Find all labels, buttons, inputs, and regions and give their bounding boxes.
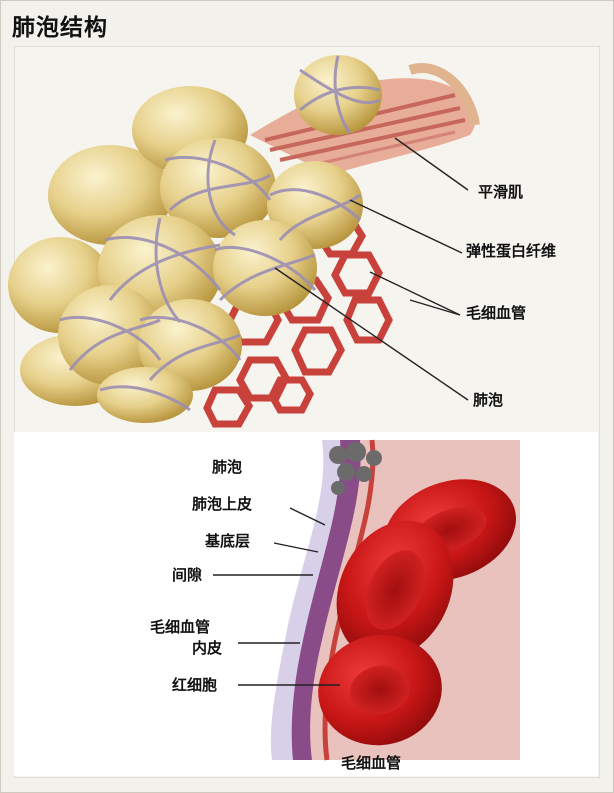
label-capillary-endothelium-line2: 内皮 xyxy=(192,641,222,656)
label-epithelium: 肺泡上皮 xyxy=(192,497,252,512)
label-alveolus-micro: 肺泡 xyxy=(212,460,242,475)
label-elastin-fiber: 弹性蛋白纤维 xyxy=(466,244,556,259)
label-capillary-endothelium-line1: 毛细血管 xyxy=(150,620,210,635)
label-smooth-muscle: 平滑肌 xyxy=(478,185,523,200)
label-interstitium: 间隙 xyxy=(172,568,202,583)
label-red-blood-cell: 红细胞 xyxy=(172,678,217,693)
label-capillary-top: 毛细血管 xyxy=(466,306,526,321)
label-basement-membrane: 基底层 xyxy=(205,534,250,549)
alveolar-sac-illustration xyxy=(8,55,476,424)
label-capillary-bottom: 毛细血管 xyxy=(341,756,401,771)
capillary-micro-illustration xyxy=(271,440,530,760)
label-alveolus-top: 肺泡 xyxy=(473,393,503,408)
